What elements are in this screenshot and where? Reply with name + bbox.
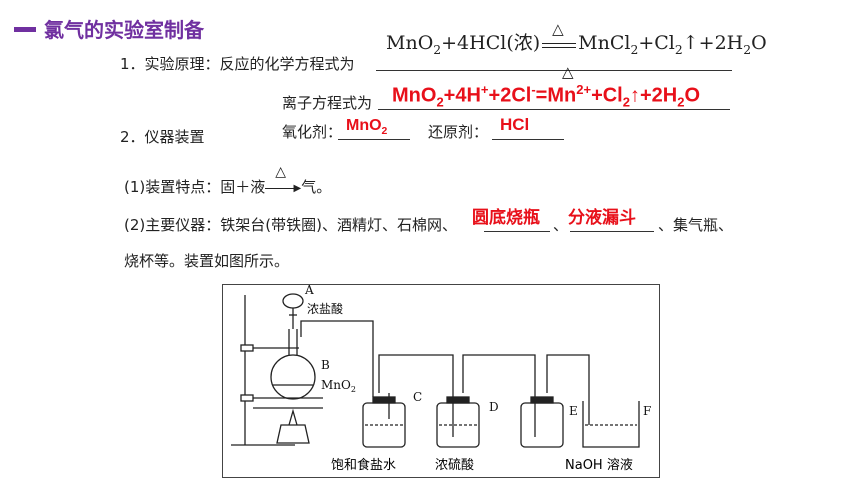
label-E: E — [569, 404, 578, 418]
ionic-heat-symbol: △ — [562, 63, 574, 81]
apparatus-figure: A 浓盐酸 B MnO2 C D E F 饱和食盐水 浓硫酸 NaOH 溶液 — [222, 283, 660, 478]
eq-sub: 2 — [433, 42, 442, 57]
ionic-equation-answer: MnO2+4H++2Cl-=Mn2++Cl2↑+2H2O — [392, 82, 701, 110]
eq-sub: 2 — [743, 42, 752, 57]
feature-text: (1)装置特点：固＋液△▶气。 — [124, 163, 332, 197]
answer-underline — [376, 70, 732, 71]
reaction-arrow: △ — [540, 20, 578, 54]
eq-product-3: ↑+2H — [682, 32, 744, 54]
flask-label: MnO2 — [321, 378, 356, 394]
oxidant-answer: MnO2 — [346, 117, 388, 138]
reductant-answer: HCl — [500, 115, 530, 134]
principle-label: 1．实验原理：反应的化学方程式为 — [120, 55, 355, 73]
caption-sulfuric-acid: 浓硫酸 — [435, 458, 474, 473]
answer-underline — [492, 139, 564, 140]
funnel-label: 浓盐酸 — [307, 301, 343, 316]
oxidant-label: 氧化剂： — [282, 123, 343, 141]
heat-arrow: △▶ — [265, 164, 301, 196]
separator: 、 — [553, 216, 569, 234]
instruments-text: (2)主要仪器：铁架台(带铁圈)、酒精灯、石棉网、 — [124, 216, 457, 234]
answer-underline — [378, 109, 730, 110]
answer-separatory-funnel: 分液漏斗 — [568, 208, 636, 227]
chemical-equation: MnO2+4HCl(浓)△MnCl2+Cl2↑+2H2O — [386, 20, 767, 57]
label-F: F — [643, 404, 651, 418]
eq-reactant-2: +4HCl(浓) — [441, 32, 541, 54]
eq-product-2: +Cl — [638, 32, 675, 54]
heading-bullet — [14, 27, 36, 32]
ionic-label: 离子方程式为 — [282, 94, 373, 112]
section-heading: 氯气的实验室制备 — [44, 14, 204, 43]
apparatus-label: 2．仪器装置 — [120, 128, 205, 146]
eq-sub: 2 — [674, 42, 683, 57]
instruments-line2: 烧杯等。装置如图所示。 — [124, 252, 290, 270]
answer-underline — [484, 231, 550, 232]
eq-product-1: MnCl — [578, 32, 631, 54]
label-B: B — [321, 358, 330, 372]
answer-underline — [338, 139, 410, 140]
label-A: A — [304, 285, 314, 297]
heading-title: 氯气的实验室制备 — [44, 18, 204, 42]
answer-underline — [570, 231, 654, 232]
heat-symbol: △ — [552, 20, 564, 38]
reductant-label: 还原剂： — [428, 123, 489, 141]
answer-round-flask: 圆底烧瓶 — [472, 208, 540, 227]
caption-naoh: NaOH 溶液 — [565, 458, 633, 473]
instruments-end: 、集气瓶、 — [658, 216, 734, 234]
eq-sub: 2 — [630, 42, 639, 57]
apparatus-diagram: A 浓盐酸 B MnO2 C D E F 饱和食盐水 浓硫酸 NaOH 溶液 — [231, 283, 651, 473]
label-D: D — [489, 400, 499, 414]
eq-product-4: O — [751, 32, 767, 54]
eq-reactant-1: MnO — [386, 32, 434, 54]
label-C: C — [413, 390, 422, 404]
caption-brine: 饱和食盐水 — [331, 457, 396, 473]
